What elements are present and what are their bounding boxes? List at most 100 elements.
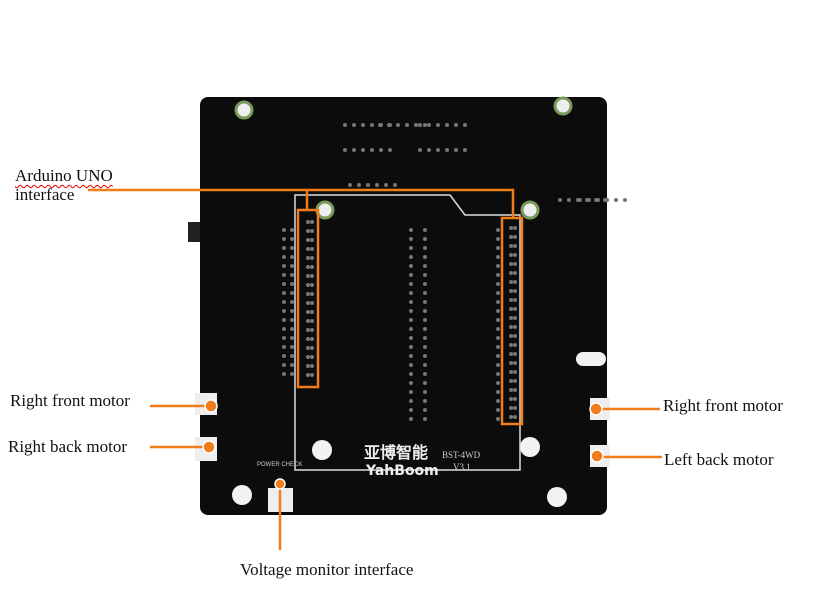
pin <box>423 228 427 232</box>
pin <box>310 346 314 350</box>
pin <box>409 318 413 322</box>
pin <box>352 123 356 127</box>
pin <box>409 228 413 232</box>
pin <box>310 265 314 269</box>
pin <box>513 343 517 347</box>
pin <box>509 289 513 293</box>
pin <box>513 361 517 365</box>
pin <box>496 237 500 241</box>
pin <box>409 246 413 250</box>
pin <box>513 289 517 293</box>
pin <box>496 273 500 277</box>
pin <box>509 316 513 320</box>
pin <box>306 229 310 233</box>
pin <box>290 264 294 268</box>
pin <box>623 198 627 202</box>
pin <box>496 228 500 232</box>
pin <box>409 264 413 268</box>
pin <box>496 264 500 268</box>
pin <box>423 363 427 367</box>
pin <box>396 123 400 127</box>
pin <box>423 255 427 259</box>
pin <box>310 337 314 341</box>
pin <box>282 345 286 349</box>
pin <box>409 300 413 304</box>
pin <box>496 246 500 250</box>
pin <box>509 379 513 383</box>
pin <box>282 291 286 295</box>
pin <box>310 274 314 278</box>
pin <box>423 123 427 127</box>
label-arduino-line1: Arduino UNO <box>15 166 113 185</box>
pin <box>496 291 500 295</box>
pin <box>513 271 517 275</box>
pin <box>423 417 427 421</box>
pin <box>387 123 391 127</box>
pin <box>423 354 427 358</box>
pin <box>379 148 383 152</box>
pin <box>496 345 500 349</box>
header-pins <box>282 123 627 421</box>
switch-tab <box>188 222 200 242</box>
pcb-board <box>200 97 607 515</box>
pin <box>509 397 513 401</box>
pin <box>513 262 517 266</box>
pin <box>496 417 500 421</box>
board-version: V3.1 <box>453 462 471 472</box>
pin <box>509 334 513 338</box>
pin <box>496 408 500 412</box>
pin <box>513 370 517 374</box>
board-silk-power: POWER CHECK <box>257 462 302 468</box>
pin <box>306 283 310 287</box>
pin <box>513 388 517 392</box>
pin <box>513 325 517 329</box>
pin <box>463 123 467 127</box>
pin <box>306 292 310 296</box>
pin <box>596 198 600 202</box>
pin <box>290 363 294 367</box>
pin <box>388 148 392 152</box>
board-brand-en: YahBoom <box>365 463 439 479</box>
pin <box>290 372 294 376</box>
pin <box>361 123 365 127</box>
pin <box>282 273 286 277</box>
pin <box>513 397 517 401</box>
pin <box>436 148 440 152</box>
pin <box>310 364 314 368</box>
label-left-back-motor: Left back motor <box>664 450 774 469</box>
pin <box>409 237 413 241</box>
pin <box>454 148 458 152</box>
pin <box>343 123 347 127</box>
pin <box>423 237 427 241</box>
pin <box>290 237 294 241</box>
pin <box>509 325 513 329</box>
pin <box>567 198 571 202</box>
pin <box>282 372 286 376</box>
pin <box>513 334 517 338</box>
pin <box>509 343 513 347</box>
pin <box>290 336 294 340</box>
pin <box>427 148 431 152</box>
pin <box>310 256 314 260</box>
pin <box>509 388 513 392</box>
pin <box>282 237 286 241</box>
pin <box>282 354 286 358</box>
pin <box>513 244 517 248</box>
pin <box>282 246 286 250</box>
pin <box>496 282 500 286</box>
pin <box>509 415 513 419</box>
pin <box>445 148 449 152</box>
pin <box>509 262 513 266</box>
pin <box>378 123 382 127</box>
pin <box>357 183 361 187</box>
pin <box>290 228 294 232</box>
pin <box>423 300 427 304</box>
pin <box>306 301 310 305</box>
pin <box>409 327 413 331</box>
pin <box>282 282 286 286</box>
pin <box>513 415 517 419</box>
pin <box>370 148 374 152</box>
pin <box>509 271 513 275</box>
pin <box>310 319 314 323</box>
